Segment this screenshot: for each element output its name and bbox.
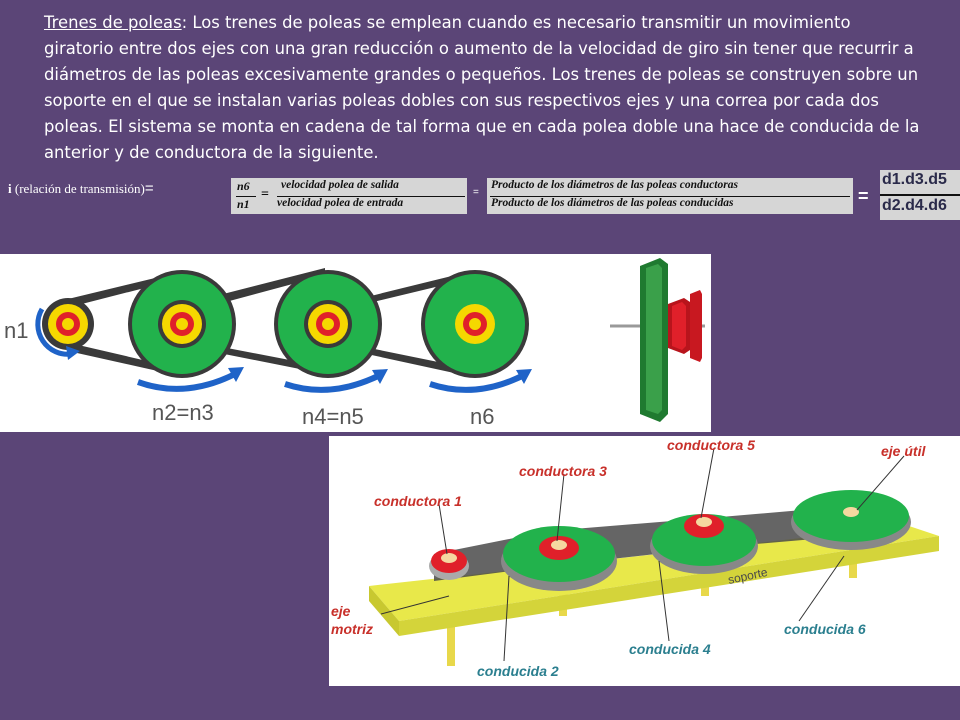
- label-conductora-1: conductora 1: [374, 493, 462, 509]
- arrow-n2-icon: [136, 371, 237, 392]
- f1-num-right: velocidad polea de salida: [281, 179, 399, 191]
- paragraph-body: : Los trenes de poleas se emplean cuando…: [44, 13, 920, 162]
- f1-equals: =: [261, 187, 269, 202]
- label-motriz: motriz: [331, 621, 373, 637]
- arrow-n1-icon: [35, 307, 73, 357]
- pulley-train-diagram: n1 n2=n3 n4=n5 n6: [0, 254, 711, 432]
- label-eje: eje: [331, 603, 351, 619]
- f2-den: Producto de los diámetros de las poleas …: [491, 197, 734, 209]
- relation-label: i (relación de transmisión)=: [8, 180, 154, 197]
- relation-text: (relación de transmisión): [11, 181, 145, 196]
- double-pulley-side-view: [610, 258, 705, 422]
- label-conducida-6: conducida 6: [784, 621, 866, 637]
- label-conducida-2: conducida 2: [477, 663, 559, 679]
- pulley-conducida-4: [652, 514, 756, 566]
- formula-diameters-symbols: d1.d3.d5 d2.d4.d6: [880, 170, 960, 220]
- label-conductora-5: conductora 5: [667, 437, 755, 453]
- label-n1: n1: [4, 318, 28, 343]
- f3-den: d2.d4.d6: [882, 197, 947, 214]
- label-conducida-4: conducida 4: [629, 641, 711, 657]
- label-n2-n3: n2=n3: [152, 400, 214, 425]
- pulley-train-svg: n1 n2=n3 n4=n5 n6: [4, 258, 705, 429]
- relation-equals: =: [144, 180, 154, 197]
- pulley-train-3d-svg: soporte conductora 1 con: [331, 437, 939, 679]
- f3-num: d1.d3.d5: [882, 171, 947, 188]
- pulley-train-3d-diagram: soporte conductora 1 con: [329, 436, 960, 686]
- label-conductora-3: conductora 3: [519, 463, 607, 479]
- arrow-n6-icon: [429, 373, 524, 393]
- formula-equals-2: =: [473, 187, 479, 198]
- f1-num-left: n6: [237, 179, 250, 193]
- support-base: [369, 526, 939, 621]
- label-n4-n5: n4=n5: [302, 404, 364, 429]
- f2-num: Producto de los diámetros de las poleas …: [491, 179, 738, 191]
- label-eje-util: eje útil: [881, 443, 926, 459]
- formula-equals-3: =: [858, 186, 869, 206]
- arrow-n4-icon: [284, 373, 380, 393]
- paragraph-title: Trenes de poleas: [44, 13, 182, 32]
- relation-i: i: [8, 181, 12, 196]
- formula-speed-ratio: n6 n1 = velocidad polea de salida veloci…: [231, 178, 467, 214]
- label-n6: n6: [470, 404, 494, 429]
- f1-den-left: n1: [237, 197, 250, 211]
- intro-paragraph: Trenes de poleas: Los trenes de poleas s…: [44, 10, 924, 166]
- f1-den-right: velocidad polea de entrada: [277, 197, 404, 209]
- formula-diameters-words: Producto de los diámetros de las poleas …: [487, 178, 853, 214]
